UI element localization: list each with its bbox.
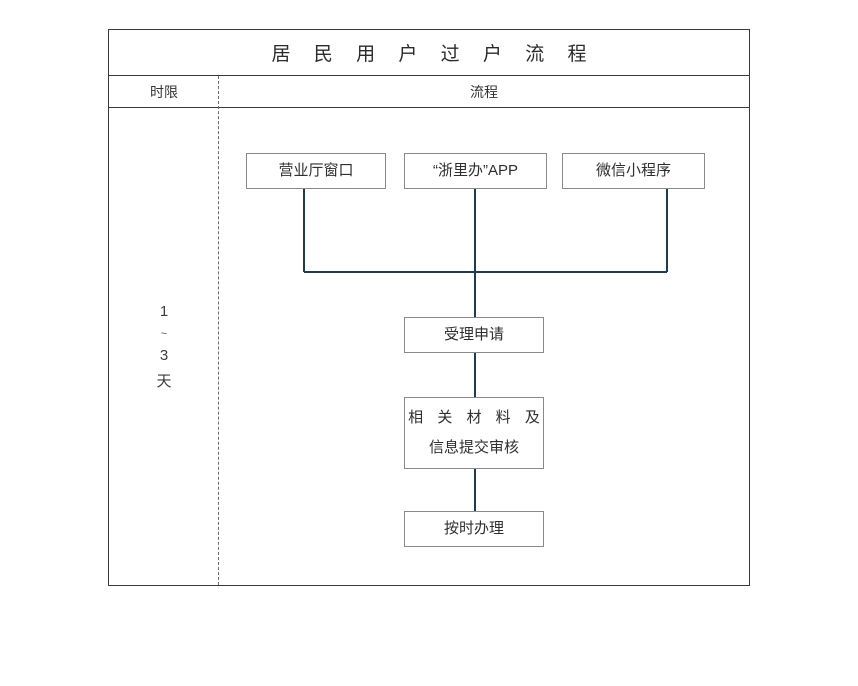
flowchart-canvas: 营业厅窗口 “浙里办”APP 微信小程序 受理申请 相 关 材 料 及 信息提交… xyxy=(219,108,749,585)
column-header-time-limit: 时限 xyxy=(150,83,178,100)
flow-node-handle-label: 按时办理 xyxy=(443,520,504,537)
flow-node-review-label-line2: 信息提交审核 xyxy=(428,439,519,456)
time-limit-range-tilde: ~ xyxy=(160,327,168,340)
time-limit-cell: 1 ~ 3 天 xyxy=(109,108,219,585)
table-title-row: 居 民 用 户 过 户 流 程 xyxy=(109,30,749,76)
time-limit-unit: 天 xyxy=(156,372,172,390)
flow-node-review-label-line1: 相 关 材 料 及 xyxy=(408,409,545,426)
process-flow-table: 居 民 用 户 过 户 流 程 时限 流程 1 ~ 3 天 xyxy=(108,29,750,586)
flow-node-accept[interactable]: 受理申请 xyxy=(404,317,544,353)
table-body: 1 ~ 3 天 xyxy=(109,108,749,585)
flow-node-hall[interactable]: 营业厅窗口 xyxy=(246,153,386,189)
flow-node-handle[interactable]: 按时办理 xyxy=(404,511,544,547)
table-header-row: 时限 流程 xyxy=(109,76,749,108)
flow-node-accept-label: 受理申请 xyxy=(443,326,504,343)
flow-node-wechat[interactable]: 微信小程序 xyxy=(562,153,705,189)
page-title: 居 民 用 户 过 户 流 程 xyxy=(271,44,596,65)
column-header-flow: 流程 xyxy=(470,83,498,100)
time-limit-value-end: 3 xyxy=(159,346,169,364)
flow-node-app-label: “浙里办”APP xyxy=(432,162,518,179)
flow-node-hall-label: 营业厅窗口 xyxy=(278,162,354,179)
time-limit-value-start: 1 xyxy=(159,302,169,320)
column-divider xyxy=(218,76,219,585)
flow-node-app[interactable]: “浙里办”APP xyxy=(404,153,547,189)
flow-node-wechat-label: 微信小程序 xyxy=(595,162,671,179)
flow-node-review[interactable]: 相 关 材 料 及 信息提交审核 xyxy=(404,397,544,469)
